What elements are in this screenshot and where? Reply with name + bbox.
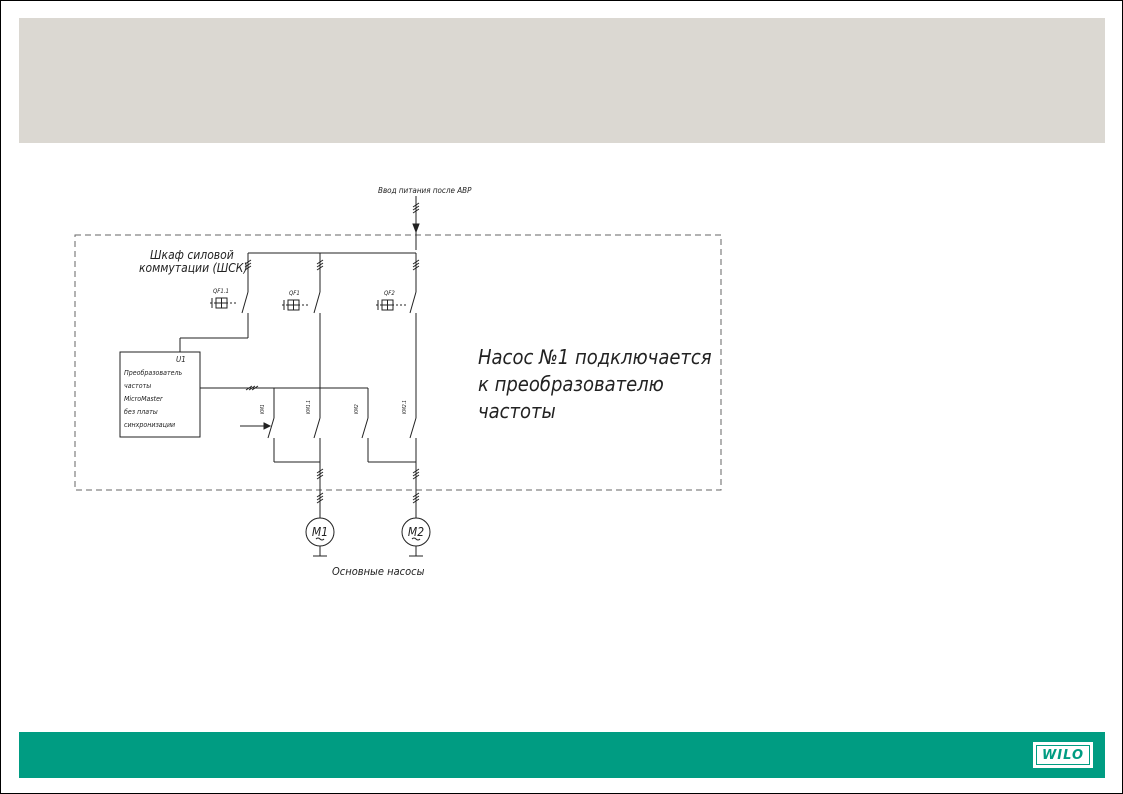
contactor-label-km21: KM2.1	[402, 400, 408, 414]
qf1-switch-blade	[313, 291, 321, 314]
breaker-label-qf2: QF2	[384, 290, 395, 297]
qf11-switch-blade	[241, 291, 249, 314]
wire-ticks	[244, 202, 420, 504]
contactor-label-km11: KM1.1	[306, 400, 312, 414]
converter-line-5: синхронизации	[124, 421, 175, 429]
note-line-2: к преобразователю	[478, 372, 664, 396]
km2-contact	[361, 417, 369, 439]
header-band	[19, 18, 1105, 143]
breaker-label-qf11: QF1.1	[213, 288, 229, 295]
converter-line-4: без платы	[124, 408, 158, 416]
cabinet-label-line1: Шкаф силовой	[150, 248, 234, 262]
breaker-actuators	[210, 297, 406, 311]
cabinet-label-line2: коммутации (ШСК)	[139, 261, 248, 275]
contactor-label-km2: KM2	[354, 404, 360, 414]
note-line-3: частоты	[478, 399, 556, 423]
wilo-logo-frame: WILO	[1036, 745, 1090, 765]
converter-line-2: частоты	[124, 382, 151, 390]
motor-m1-label: M1	[312, 525, 328, 539]
breaker-label-qf1: QF1	[289, 290, 300, 297]
wilo-logo-text: WILO	[1041, 747, 1085, 763]
input-arrow	[412, 223, 420, 234]
converter-line-3: MicroMaster	[124, 395, 163, 403]
footer-band	[19, 732, 1105, 778]
motors-caption: Основные насосы	[332, 565, 425, 578]
converter-block	[119, 351, 201, 438]
motor-m2-label: M2	[408, 525, 424, 539]
wilo-logo: WILO	[1033, 742, 1093, 768]
qf2-switch-blade	[409, 291, 417, 314]
cabinet-boundary	[74, 234, 722, 491]
converter-id: U1	[176, 355, 186, 364]
km11-contact	[313, 417, 321, 439]
input-label: Ввод питания после АВР	[378, 186, 472, 195]
km1-contact	[267, 417, 275, 439]
converter-line-1: Преобразователь	[124, 369, 183, 377]
km21-contact	[409, 417, 417, 439]
note-line-1: Насос №1 подключается	[478, 345, 712, 369]
contactor-label-km1: KM1	[260, 404, 266, 414]
